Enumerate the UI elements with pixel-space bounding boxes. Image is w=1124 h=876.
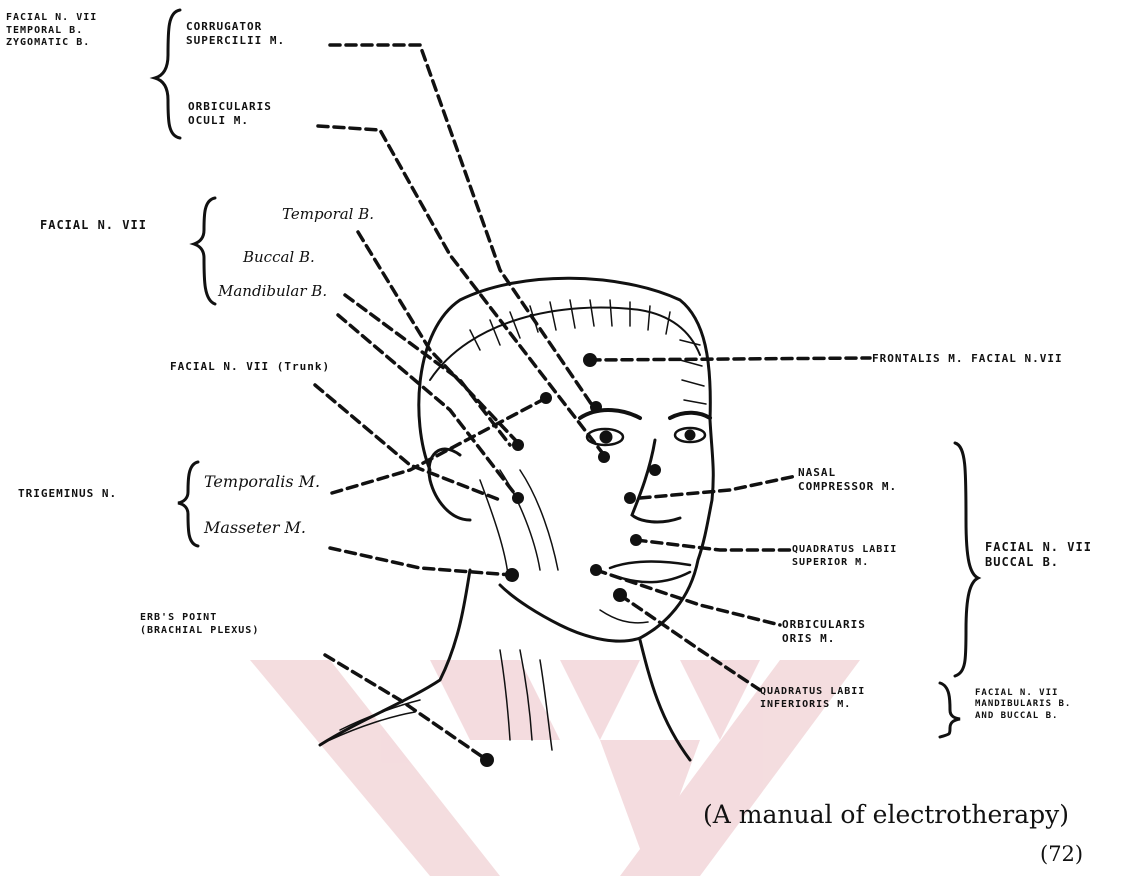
label-temporal-b: Temporal B. [282, 205, 374, 223]
label-facial-n-trunk: FACIAL N. VII (Trunk) [170, 360, 330, 374]
page-number: (72) [1040, 842, 1083, 866]
point-orbicularis-oculi [598, 451, 610, 463]
point-corrugator [590, 401, 602, 413]
label-orbicularis-oculi: ORBICULARIS OCULI M. [188, 100, 272, 128]
label-nasal-compressor: NASAL COMPRESSOR M. [798, 466, 897, 494]
brace-trigeminus [178, 462, 198, 546]
label-buccal-b: Buccal B. [243, 248, 315, 266]
brace-facial-mandibularis [940, 683, 960, 737]
label-erbs-point: ERB'S POINT (BRACHIAL PLEXUS) [140, 612, 259, 637]
point-nasal-compressor [624, 492, 636, 504]
label-facial-n-mandibularis: FACIAL N. VII MANDIBULARIS B. AND BUCCAL… [975, 688, 1071, 722]
label-facial-n-buccal: FACIAL N. VII BUCCAL B. [985, 540, 1092, 570]
point-temporal [540, 392, 552, 404]
label-masseter-m: Masseter M. [204, 518, 306, 537]
head-outline [419, 278, 713, 641]
brace-facial-buccal [955, 443, 978, 676]
label-temporalis-m: Temporalis M. [204, 472, 320, 491]
label-orbicularis-oris: ORBICULARIS ORIS M. [782, 618, 866, 646]
point-masseter [505, 568, 519, 582]
label-facial-n-vii-group: FACIAL N. VII [40, 218, 147, 233]
label-facial-n-temporal-zygomatic: FACIAL N. VII TEMPORAL B. ZYGOMATIC B. [6, 12, 97, 50]
label-quadratus-superior: QUADRATUS LABII SUPERIOR M. [792, 544, 897, 569]
point-nasal [649, 464, 661, 476]
point-quadratus-inferior [613, 588, 627, 602]
brace-facial-vii [194, 198, 215, 304]
point-frontalis [583, 353, 597, 367]
label-mandibular-b: Mandibular B. [218, 282, 327, 300]
point-trunk [512, 492, 524, 504]
source-caption: (A manual of electrotherapy) [703, 800, 1069, 829]
nose [632, 440, 680, 522]
label-corrugator: CORRUGATOR SUPERCILII M. [186, 20, 285, 48]
label-quadratus-inferior: QUADRATUS LABII INFERIORIS M. [760, 686, 865, 711]
point-buccal [512, 439, 524, 451]
label-frontalis: FRONTALIS M. FACIAL N.VII [872, 352, 1063, 366]
label-trigeminus-n: TRIGEMINUS N. [18, 487, 117, 501]
point-orbicularis-oris [590, 564, 602, 576]
point-quadratus-superior [630, 534, 642, 546]
hairline [430, 308, 700, 380]
brace-top [155, 10, 180, 138]
point-erbs [480, 753, 494, 767]
